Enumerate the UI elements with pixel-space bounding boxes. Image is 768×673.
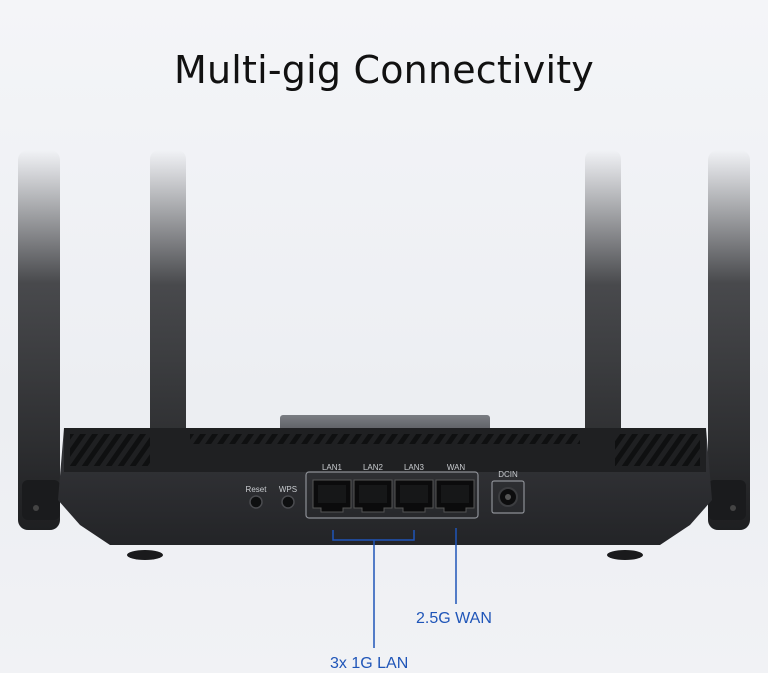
screw-left bbox=[33, 505, 39, 511]
dcin-label: DCIN bbox=[498, 470, 518, 479]
vent-right bbox=[615, 434, 700, 466]
lan-callout: 3x 1G LAN bbox=[330, 655, 409, 672]
reset-label: Reset bbox=[246, 485, 268, 494]
lan3-label: LAN3 bbox=[404, 463, 425, 472]
antenna-far-left bbox=[18, 150, 60, 530]
wan-port[interactable] bbox=[435, 479, 475, 513]
lan3-port[interactable] bbox=[394, 479, 434, 513]
callout-lines bbox=[332, 528, 457, 648]
dcin-pin bbox=[505, 494, 511, 500]
wan-callout: 2.5G WAN bbox=[416, 610, 492, 627]
lan1-port[interactable] bbox=[312, 479, 352, 513]
lan2-label: LAN2 bbox=[363, 463, 384, 472]
screw-right bbox=[730, 505, 736, 511]
reset-button[interactable] bbox=[249, 495, 263, 509]
vent-left bbox=[70, 434, 150, 466]
wps-button[interactable] bbox=[281, 495, 295, 509]
headline: Multi-gig Connectivity bbox=[174, 48, 594, 92]
vent-top bbox=[190, 434, 580, 444]
lan1-label: LAN1 bbox=[322, 463, 343, 472]
port-panel bbox=[305, 471, 479, 519]
wan-label: WAN bbox=[447, 463, 466, 472]
antenna-far-right bbox=[708, 150, 750, 530]
foot-left bbox=[127, 550, 163, 560]
foot-right bbox=[607, 550, 643, 560]
dcin-panel bbox=[491, 480, 525, 514]
wps-label: WPS bbox=[279, 485, 297, 494]
lan2-port[interactable] bbox=[353, 479, 393, 513]
